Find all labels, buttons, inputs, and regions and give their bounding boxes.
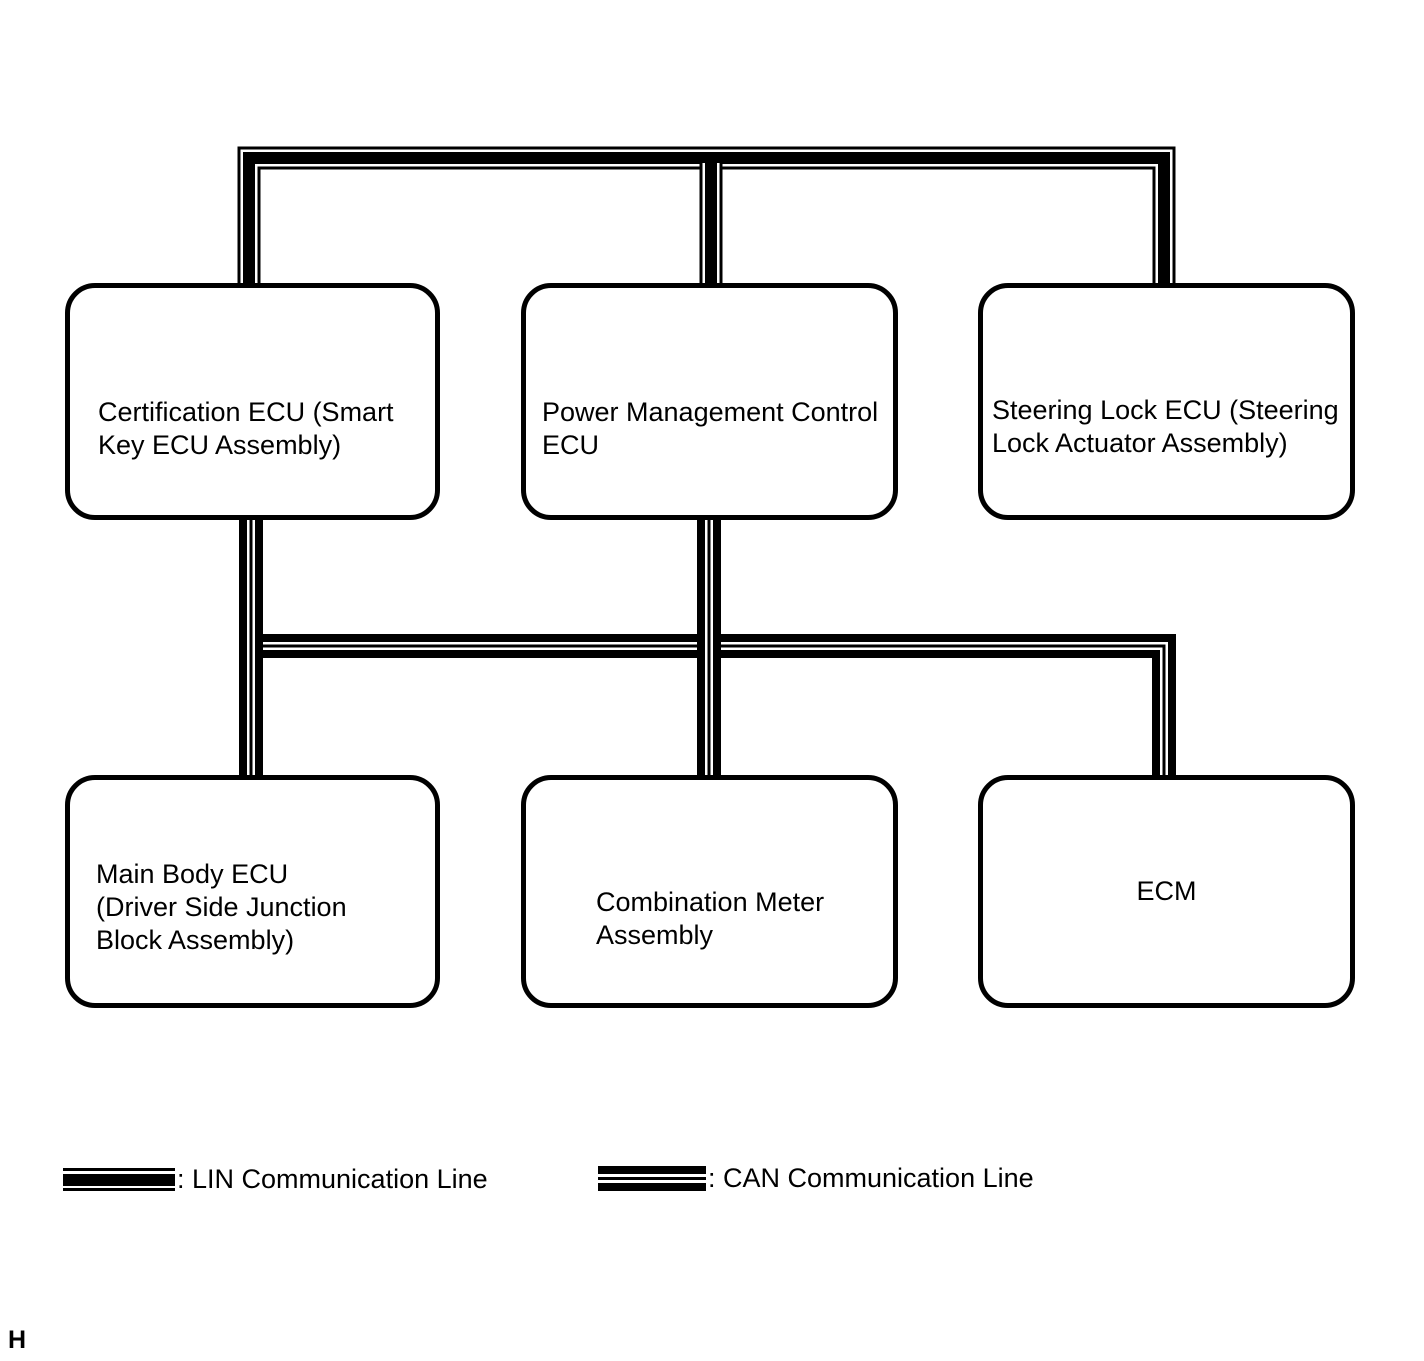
node-ecm: ECM [978,775,1355,1008]
lin-bus-line [237,146,1176,294]
node-power-management-control-ecu: Power Management Control ECU [521,283,898,520]
node-label: Main Body ECU (Driver Side Junction Bloc… [96,859,347,955]
can-line-sample [598,1166,706,1191]
node-label: Combination Meter Assembly [596,887,825,950]
node-combination-meter-assembly: Combination Meter Assembly [521,775,898,1008]
node-main-body-ecu: Main Body ECU (Driver Side Junction Bloc… [65,775,440,1008]
page-marker: H [8,1326,27,1354]
can-bus-line [239,512,1176,782]
node-steering-lock-ecu: Steering Lock ECU (Steering Lock Actuato… [978,283,1355,520]
node-label: Power Management Control ECU [542,397,879,460]
line-stripe [63,1168,175,1171]
legend-label-can: : CAN Communication Line [708,1163,1034,1193]
line-stripe [63,1188,175,1191]
node-label: Certification ECU (Smart Key ECU Assembl… [98,397,394,460]
node-label: Steering Lock ECU (Steering Lock Actuato… [992,395,1339,458]
legend-item-lin: : LIN Communication Line [63,1166,488,1193]
line-stripe [598,1183,706,1191]
node-certification-ecu: Certification ECU (Smart Key ECU Assembl… [65,283,440,520]
lin-line-sample [63,1168,175,1191]
line-stripe [63,1173,175,1186]
line-stripe [598,1177,706,1180]
line-stripe [598,1166,706,1174]
node-label: ECM [1136,876,1197,906]
legend-item-can: : CAN Communication Line [598,1165,1034,1192]
legend-label-lin: : LIN Communication Line [177,1164,488,1194]
